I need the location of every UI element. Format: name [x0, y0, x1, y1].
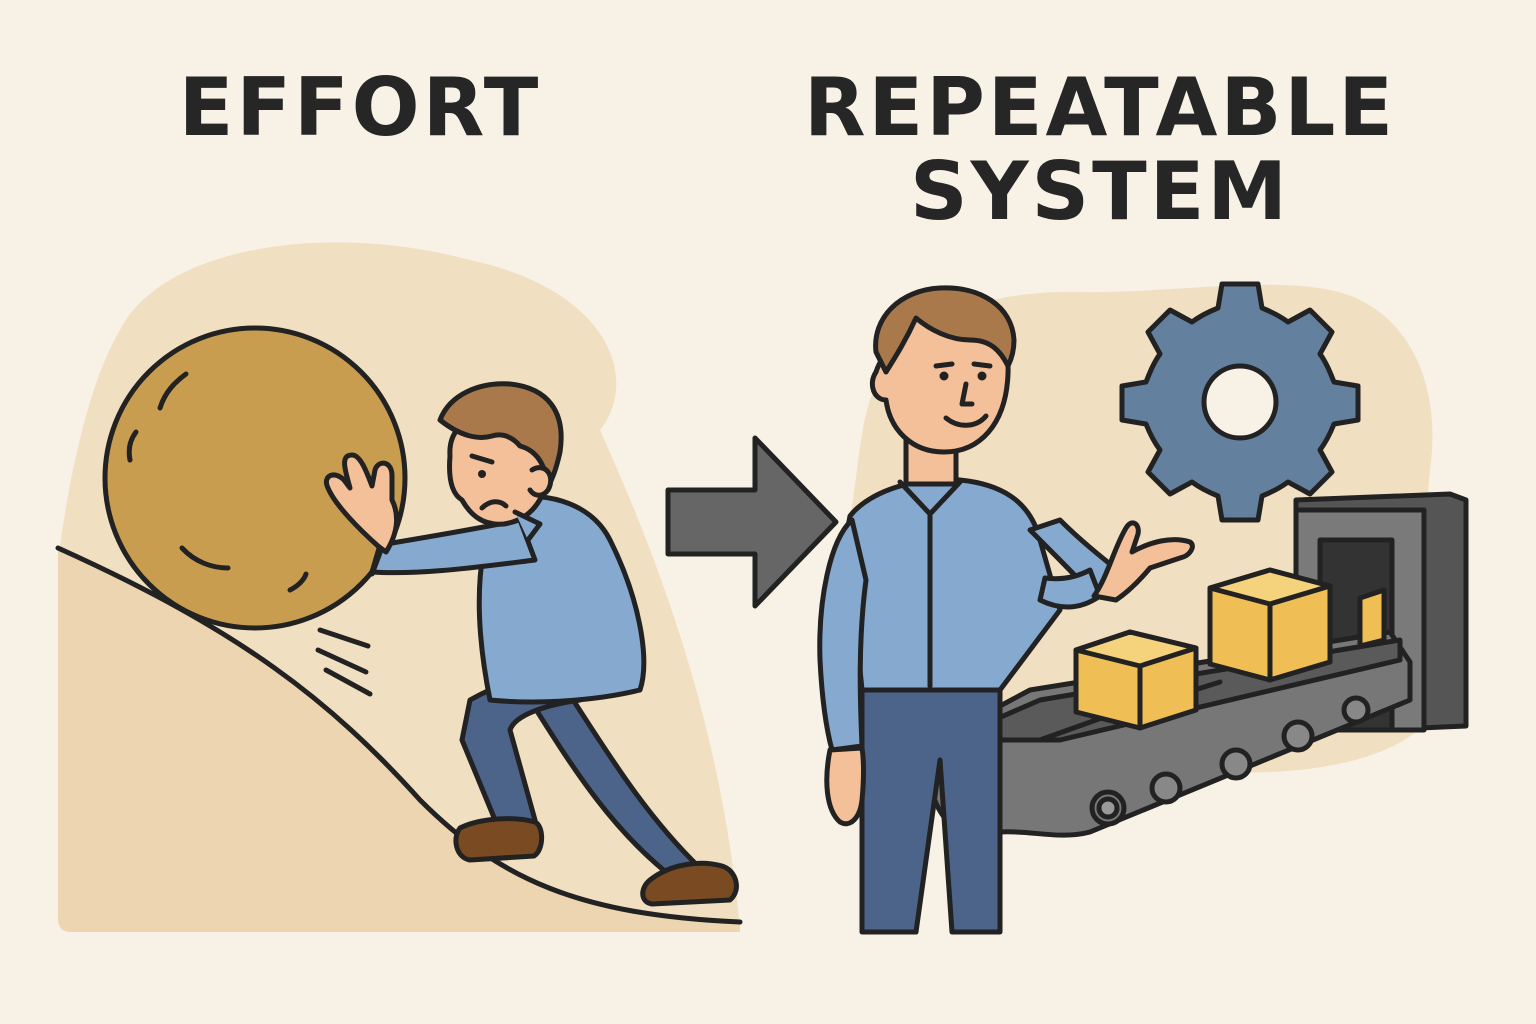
motion-lines	[315, 627, 373, 697]
hill	[58, 548, 740, 932]
repeatable-title-line2: SYSTEM	[910, 145, 1290, 238]
gear-icon	[1119, 281, 1361, 523]
repeatable-system-title: REPEATABLE SYSTEM	[800, 66, 1400, 234]
effort-title: EFFORT	[178, 61, 542, 154]
arrow-right-icon	[665, 435, 839, 609]
boulder	[102, 325, 408, 631]
pushing-man	[324, 381, 739, 907]
box-icon	[1207, 567, 1333, 683]
repeatable-title-line1: REPEATABLE	[803, 61, 1397, 154]
system-scene	[817, 281, 1469, 935]
box-icon	[1073, 629, 1199, 731]
box-icon	[1357, 587, 1387, 649]
effort-scene	[55, 242, 743, 932]
presenting-man	[817, 285, 1195, 935]
